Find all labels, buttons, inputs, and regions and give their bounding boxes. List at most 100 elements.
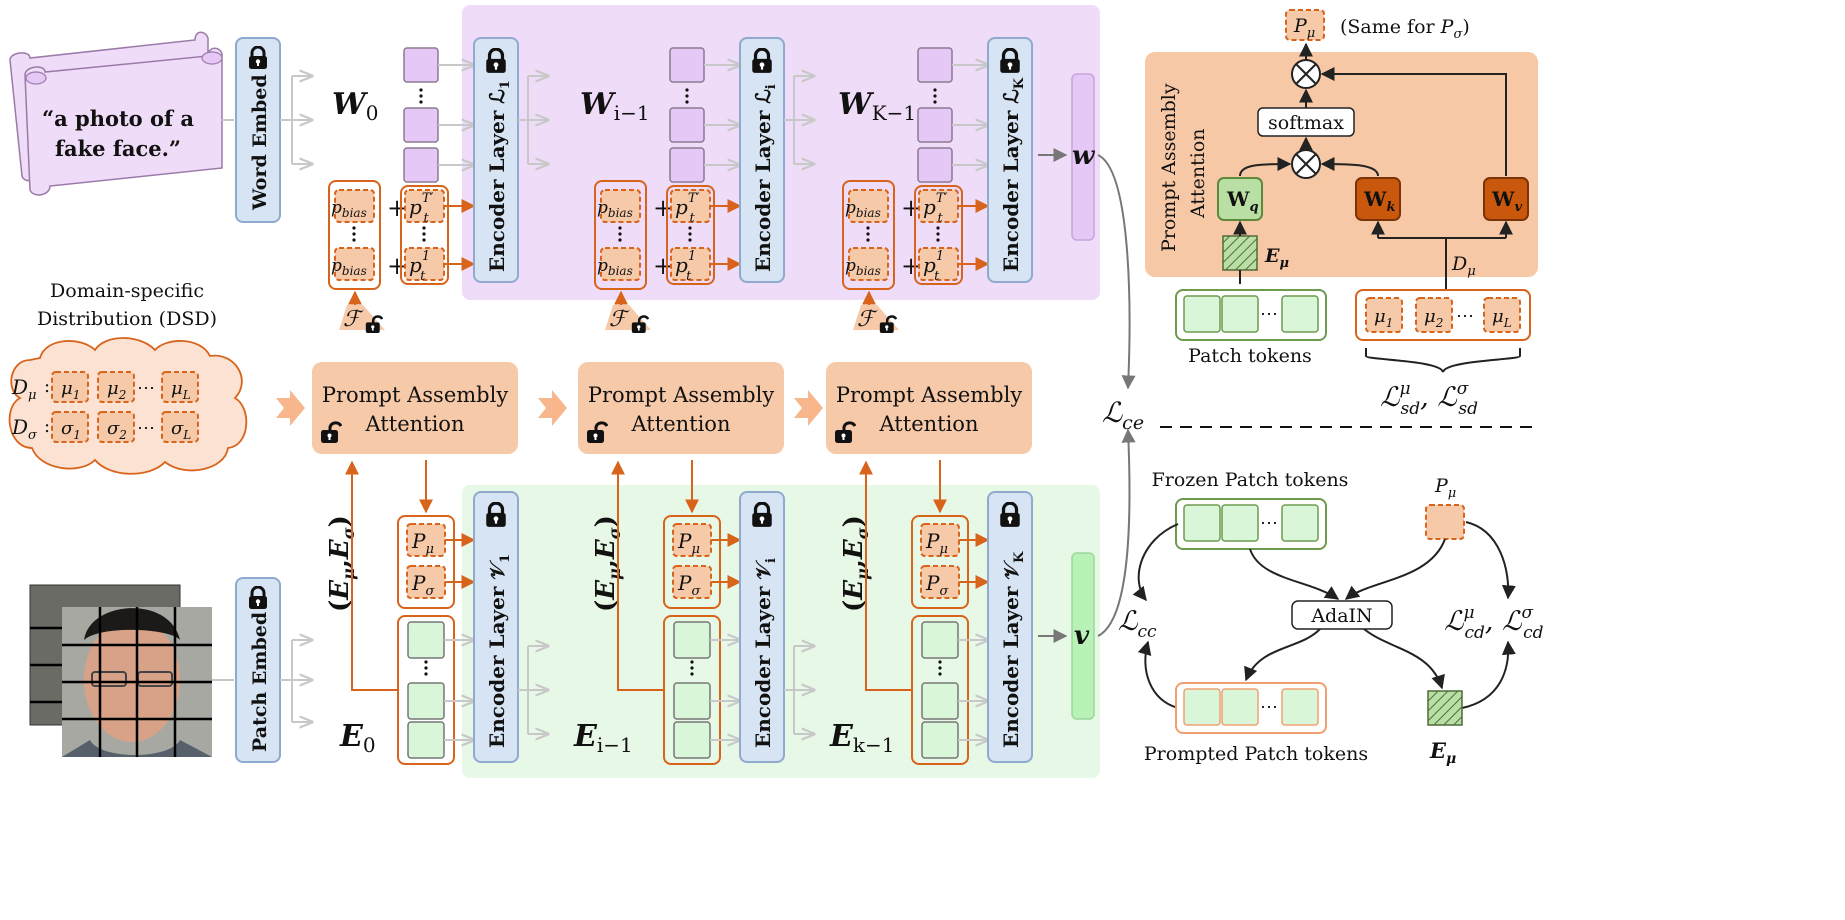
- visual-token: [673, 721, 711, 759]
- patch-token: [1183, 295, 1221, 333]
- p-bias-label: pbias: [597, 256, 633, 278]
- f-label: ℱ: [857, 307, 878, 332]
- p-bias-token: [848, 247, 889, 281]
- p-mu-output-token: [1285, 9, 1325, 41]
- wv-label: Wv: [1491, 187, 1522, 215]
- pa-block: [826, 362, 1032, 454]
- wk-label: Wk: [1363, 187, 1395, 215]
- p-bias-label: pbias: [331, 256, 367, 278]
- pa-vertical-line1: Prompt Assembly: [1158, 83, 1180, 252]
- stack-dot: [422, 232, 426, 236]
- stack-dot: [866, 226, 870, 230]
- mu-ellipsis: ⋯: [1456, 306, 1474, 327]
- stack-dot: [688, 232, 692, 236]
- plus-sign: +: [653, 194, 673, 222]
- stack-dot: [938, 666, 942, 670]
- visual-encoder-layer: [987, 491, 1033, 763]
- visual-encoder-layer: [739, 491, 785, 763]
- dsd-d-sigma: Dσ: [11, 415, 38, 443]
- visual-token: [921, 721, 959, 759]
- p-bias-token: [848, 189, 889, 223]
- stack-dot: [933, 94, 937, 98]
- loss-cc: ℒcc: [1118, 606, 1157, 642]
- dsd-sigma-label: σ1: [61, 418, 81, 442]
- e-mu-label-top: Eμ: [1264, 245, 1289, 271]
- patch-embed-label: Patch Embed: [249, 612, 271, 752]
- stack-dot: [352, 232, 356, 236]
- p-bias-token: [334, 189, 375, 223]
- pa-vertical-line2: Attention: [1187, 128, 1209, 219]
- pa-label-line1: Prompt Assembly: [588, 383, 775, 407]
- patch-embed-fan: [280, 640, 312, 722]
- p-bias-token: [600, 247, 641, 281]
- e-mu-hatched-small: [1427, 690, 1463, 726]
- stage-w-label: Wi−1: [580, 87, 650, 125]
- stack-dot: [618, 226, 622, 230]
- dsd-title-line1: Domain-specific: [50, 280, 204, 302]
- patch-token: [1281, 504, 1319, 542]
- visual-output-v: v: [1074, 621, 1090, 651]
- mu-token-label: μ2: [1424, 306, 1443, 330]
- p-bias-group: [594, 180, 647, 290]
- dsd-mu-label: μL: [171, 378, 191, 402]
- stack-dot: [936, 238, 940, 242]
- stack-dot: [422, 226, 426, 230]
- plus-sign: +: [387, 194, 407, 222]
- word-embed-fan: [280, 76, 312, 164]
- text-token: [669, 107, 705, 143]
- p-mu-small-token: [1425, 504, 1465, 540]
- text-encoder-layer: [473, 37, 519, 283]
- mu-token-label: μL: [1492, 306, 1512, 330]
- visual-output-bar: [1071, 552, 1095, 720]
- visual-encoder-layer: [473, 491, 519, 763]
- text-token: [669, 147, 705, 183]
- pa-block: [578, 362, 784, 454]
- stack-dot: [690, 660, 694, 664]
- plus-sign: +: [653, 252, 673, 280]
- text-prompt-line2: fake face.”: [55, 136, 181, 161]
- text-prompt-line1: “a photo of a: [42, 106, 194, 131]
- stack-dot: [422, 238, 426, 242]
- text-token: [917, 107, 953, 143]
- loss-ce: ℒce: [1102, 396, 1144, 434]
- p-bias-label: pbias: [845, 256, 881, 278]
- visual-prompt-group: [911, 515, 969, 609]
- dsd-ellipsis: ⋯: [137, 418, 155, 439]
- stack-dot: [424, 666, 428, 670]
- pa-label-line2: Attention: [631, 412, 731, 436]
- dsd-mu-token: [51, 371, 89, 403]
- p-mu-small-label: Pμ: [1434, 475, 1456, 501]
- stack-dot: [685, 100, 689, 104]
- text-token: [403, 47, 439, 83]
- patch-tokens-prompted: ⋯: [1183, 688, 1319, 726]
- wv-block: [1483, 177, 1529, 221]
- p-bias-label: pbias: [597, 198, 633, 220]
- patch-token: [1221, 688, 1259, 726]
- stack-dot: [685, 88, 689, 92]
- e-mu-label-bottom: Eμ: [1429, 738, 1456, 767]
- f-label: ℱ: [609, 307, 630, 332]
- dsd-title-line2: Distribution (DSD): [37, 308, 217, 330]
- patch-ellipsis: ⋯: [1260, 697, 1278, 718]
- e-mu-sigma-label: (Eμ,Eσ): [839, 515, 872, 612]
- dsd-mu-label: μ1: [61, 378, 80, 402]
- dsd-mu-token: [97, 371, 135, 403]
- mu-token-label: μ1: [1374, 306, 1393, 330]
- p-bias-label: pbias: [331, 198, 367, 220]
- pa-label-line2: Attention: [365, 412, 465, 436]
- p-mu-output-label: Pμ: [1293, 15, 1315, 41]
- visual-token: [921, 621, 959, 659]
- p-t-label: pT′t: [409, 191, 433, 226]
- mu-tokens-top: μ1 μ2 μL ⋯: [1365, 297, 1521, 333]
- p-t-group: [666, 185, 715, 285]
- multiply-icon: [1291, 59, 1321, 89]
- dsd-sigma-token: [51, 411, 89, 443]
- stack-dot: [419, 94, 423, 98]
- cloud-icon: [8, 337, 248, 475]
- text-token: [917, 147, 953, 183]
